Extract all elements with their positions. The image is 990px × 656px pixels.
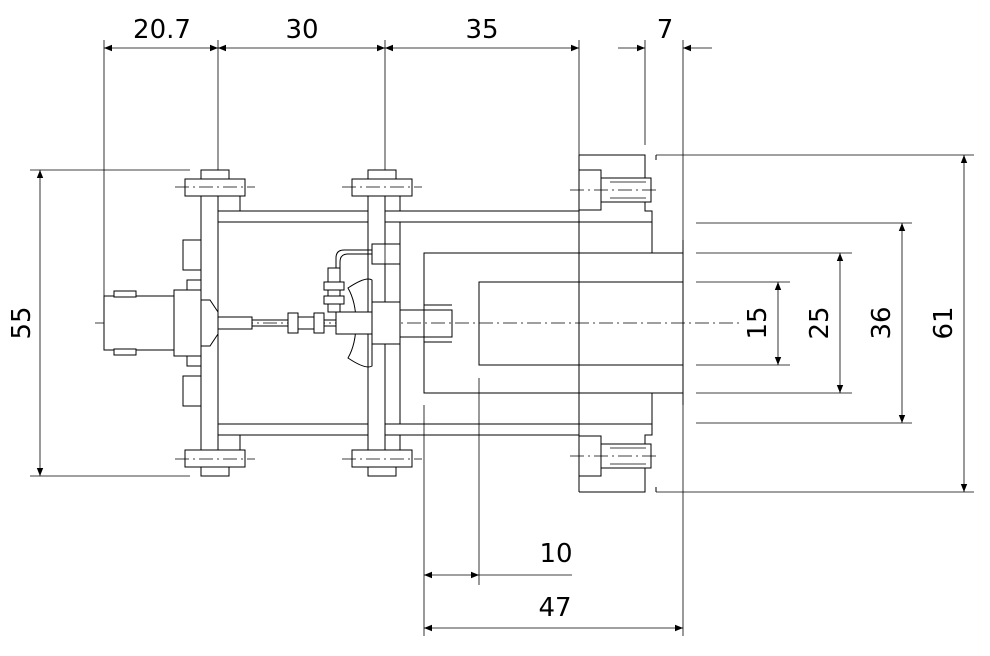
dim-10: 10	[539, 539, 572, 569]
dim-7: 7	[657, 15, 674, 45]
dim-30: 30	[285, 15, 318, 45]
bottom-dimensions: 10 47	[423, 378, 684, 636]
left-dimension: 55	[7, 169, 190, 477]
housing-body	[218, 210, 653, 436]
top-dimensions: 20.7 30 35 7	[103, 15, 712, 312]
dim-20-7: 20.7	[133, 15, 191, 45]
dim-25: 25	[805, 306, 835, 339]
block-bolt-top	[570, 169, 660, 211]
dim-47: 47	[538, 593, 571, 623]
dim-15: 15	[743, 306, 773, 339]
block-bolt-bottom	[570, 435, 660, 477]
inner-cylinder	[478, 281, 684, 366]
dim-36: 36	[867, 306, 897, 339]
detector-assembly	[323, 243, 453, 368]
dim-35: 35	[465, 15, 498, 45]
flange-left	[175, 169, 255, 477]
signal-pin	[217, 312, 340, 334]
right-dimensions: 15 25 36 61	[656, 154, 974, 493]
dim-55: 55	[7, 306, 37, 339]
dim-61: 61	[929, 306, 959, 339]
bnc-connector	[103, 239, 219, 407]
